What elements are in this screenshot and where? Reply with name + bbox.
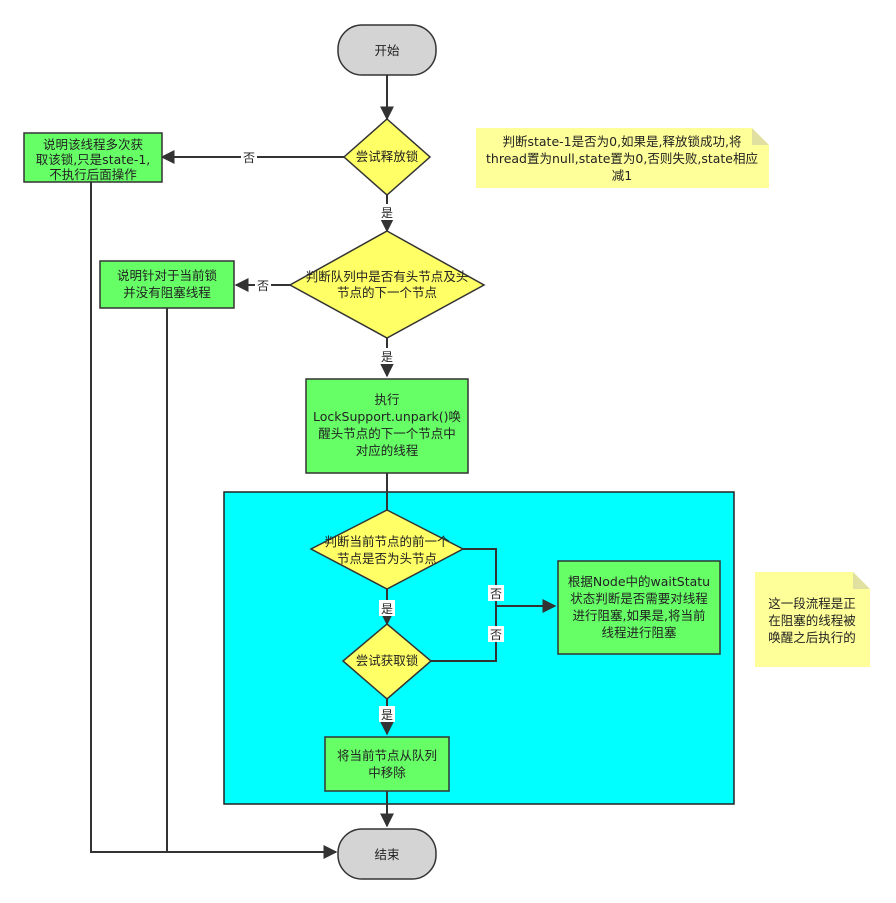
check-prev-line-2: 节点是否为头节点: [337, 551, 437, 566]
unpark-line-1: 执行: [374, 392, 399, 407]
label-yes-check: 是: [381, 602, 393, 616]
wake-note-line-1: 这一段流程是正: [768, 596, 856, 611]
park-box: 根据Node中的waitStatu 状态判断是否需要对线程 进行阻塞,如果是,将…: [557, 560, 721, 655]
label-yes-head: 是: [381, 350, 393, 364]
wake-note: 这一段流程是正 在阻塞的线程被 唤醒之后执行的: [755, 572, 870, 667]
no-block-line-2: 并没有阻塞线程: [123, 285, 211, 300]
release-note: 判断state-1是否为0,如果是,释放锁成功,将 thread置为null,s…: [476, 128, 769, 188]
park-line-3: 进行阻塞,如果是,将当前: [573, 608, 706, 623]
unpark-line-2: LockSupport.unpark()唤: [313, 409, 461, 424]
reentrant-box: 说明该线程多次获 取该锁,只是state-1, 不执行后面操作: [23, 132, 163, 183]
reentrant-line-2: 取该锁,只是state-1,: [36, 152, 151, 167]
release-note-line-2: thread置为null,state置为0,否则失败,state相应: [486, 151, 758, 166]
check-prev-decision: 判断当前节点的前一个 节点是否为头节点: [309, 509, 465, 590]
label-yes-release: 是: [381, 206, 393, 220]
label-no-head: 否: [257, 279, 269, 293]
wake-note-line-2: 在阻塞的线程被: [768, 613, 856, 628]
park-line-1: 根据Node中的waitStatu: [568, 574, 710, 589]
remove-line-2: 中移除: [368, 765, 406, 780]
unpark-line-4: 对应的线程: [356, 443, 419, 458]
check-prev-line-1: 判断当前节点的前一个: [324, 534, 450, 549]
no-block-line-1: 说明针对于当前锁: [117, 268, 218, 283]
wake-note-line-3: 唤醒之后执行的: [768, 630, 856, 645]
edge-labels: 否 是 否 是 是 否 否 是: [241, 149, 504, 722]
label-no-release: 否: [243, 151, 255, 165]
start-label: 开始: [374, 43, 400, 58]
try-release-decision: 尝试释放锁: [342, 117, 432, 197]
park-line-4: 线程进行阻塞: [601, 625, 677, 640]
remove-line-1: 将当前节点从队列: [337, 748, 437, 763]
try-acquire-label: 尝试获取锁: [356, 653, 419, 668]
start-node: 开始: [337, 24, 437, 76]
reentrant-line-3: 不执行后面操作: [49, 167, 137, 182]
unpark-line-3: 醒头节点的下一个节点中: [318, 426, 456, 441]
release-note-line-1: 判断state-1是否为0,如果是,释放锁成功,将: [502, 134, 741, 149]
check-head-line-1: 判断队列中是否有头节点及头: [306, 269, 469, 284]
edge-acquire-no: [431, 606, 497, 662]
check-head-line-2: 节点的下一个节点: [337, 285, 437, 300]
no-block-box: 说明针对于当前锁 并没有阻塞线程: [99, 260, 235, 309]
release-note-line-3: 减1: [612, 168, 632, 183]
remove-box: 将当前节点从队列 中移除: [324, 736, 450, 792]
label-no-acquire: 否: [490, 628, 502, 642]
edge-reentrant-to-end: [90, 182, 338, 859]
end-label: 结束: [374, 847, 400, 862]
end-node: 结束: [337, 828, 437, 880]
check-head-decision: 判断队列中是否有头节点及头 节点的下一个节点: [288, 230, 486, 339]
unpark-box: 执行 LockSupport.unpark()唤 醒头节点的下一个节点中 对应的…: [305, 378, 469, 474]
try-release-label: 尝试释放锁: [356, 149, 419, 164]
edges: [90, 75, 557, 859]
try-acquire-decision: 尝试获取锁: [341, 623, 433, 700]
label-yes-acquire: 是: [381, 708, 393, 722]
reentrant-line-1: 说明该线程多次获: [43, 137, 143, 152]
park-line-2: 状态判断是否需要对线程: [570, 591, 708, 606]
label-no-check: 否: [490, 587, 502, 601]
